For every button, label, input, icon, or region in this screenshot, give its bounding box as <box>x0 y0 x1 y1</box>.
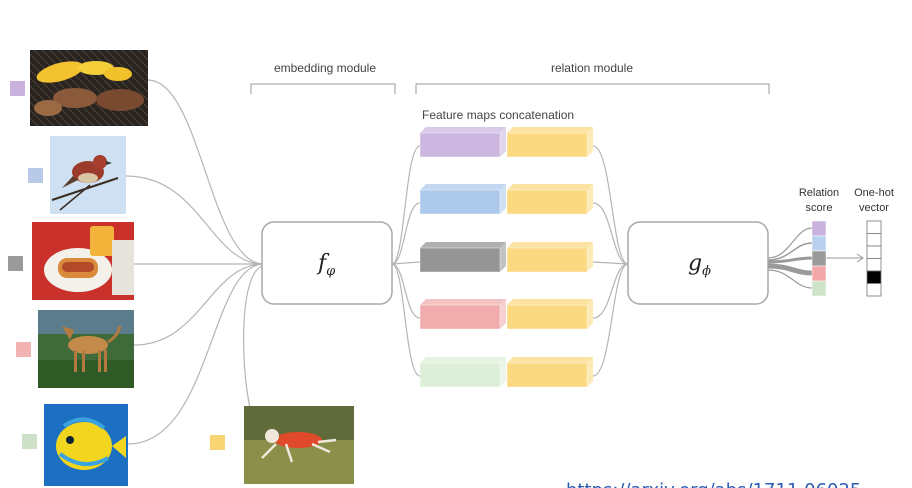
bird-color-square <box>28 168 43 183</box>
embedding-module-header: embedding module <box>250 61 396 94</box>
onehot-cell <box>866 283 882 297</box>
connection-line <box>592 263 629 319</box>
connection-line <box>592 145 629 265</box>
onehot-cell <box>866 270 882 284</box>
support-feature-map <box>419 357 506 388</box>
connection-line <box>391 202 421 265</box>
onehot-label-line2: vector <box>859 202 889 214</box>
query-feature-map <box>506 127 593 158</box>
hotdog-color-square <box>8 256 23 271</box>
g-function-label: gϕ <box>688 251 711 279</box>
query-feature-map <box>506 357 593 388</box>
dog-color-square <box>16 342 31 357</box>
onehot-label-line1: One-hot <box>854 187 894 199</box>
connection-line <box>242 265 263 409</box>
embedding-connections <box>391 145 421 377</box>
support-feature-map <box>419 127 506 158</box>
onehot-cell <box>866 245 882 259</box>
running-dog-image <box>244 406 354 484</box>
connection-line <box>592 202 629 265</box>
onehot-cell <box>866 258 882 272</box>
relation-score-cell <box>811 280 827 297</box>
relation-score-label-line1: Relation <box>799 187 839 199</box>
relation-bracket <box>415 83 770 94</box>
feature-concat-label: Feature maps concatenation <box>422 108 574 122</box>
fish-color-square <box>22 434 37 449</box>
connection-line <box>147 79 263 265</box>
relation-module-label: relation module <box>551 61 633 75</box>
support-feature-map <box>419 184 506 215</box>
onehot-vector <box>866 220 882 297</box>
onehot-cell <box>866 233 882 247</box>
relation-score-column <box>811 220 827 297</box>
query-color-square <box>210 435 225 450</box>
fish-image <box>44 404 128 486</box>
connection-line <box>391 261 421 265</box>
relation-score-cell <box>811 265 827 282</box>
connection-line <box>592 263 629 377</box>
dog-image <box>38 310 134 388</box>
onehot-cell <box>866 220 882 234</box>
embedding-module-label: embedding module <box>274 61 376 75</box>
connection-line <box>391 145 421 265</box>
score-connections <box>767 227 864 289</box>
connection-line <box>125 175 263 265</box>
relation-score-cell <box>811 250 827 267</box>
relation-module-box: gϕ <box>627 221 769 305</box>
support-feature-map <box>419 242 506 273</box>
class-color-labels <box>8 81 225 450</box>
query-feature-map <box>506 242 593 273</box>
connection-line <box>133 263 263 346</box>
query-feature-map <box>506 299 593 330</box>
bird-image <box>50 136 126 214</box>
paper-url[interactable]: https://arxiv.org/abs/1711.06025 <box>566 480 861 488</box>
connection-line <box>592 261 629 265</box>
query-feature-map <box>506 184 593 215</box>
relation-connections <box>592 145 629 377</box>
connection-line <box>127 263 263 445</box>
embedding-bracket <box>250 83 396 94</box>
support-set <box>30 50 354 486</box>
feature-map-pairs <box>419 127 593 388</box>
connection-line <box>391 263 421 377</box>
corn-bbq-image <box>30 50 148 126</box>
support-feature-map <box>419 299 506 330</box>
embedding-module-box: fφ <box>261 221 393 305</box>
relation-module-header: relation module <box>415 61 770 94</box>
relation-score-cell <box>811 235 827 252</box>
input-connections <box>125 79 263 445</box>
hotdog-image <box>32 222 134 300</box>
connection-line <box>391 263 421 319</box>
relation-score-cell <box>811 220 827 237</box>
relation-score-label-line2: score <box>806 202 833 214</box>
corn-bbq-color-square <box>10 81 25 96</box>
